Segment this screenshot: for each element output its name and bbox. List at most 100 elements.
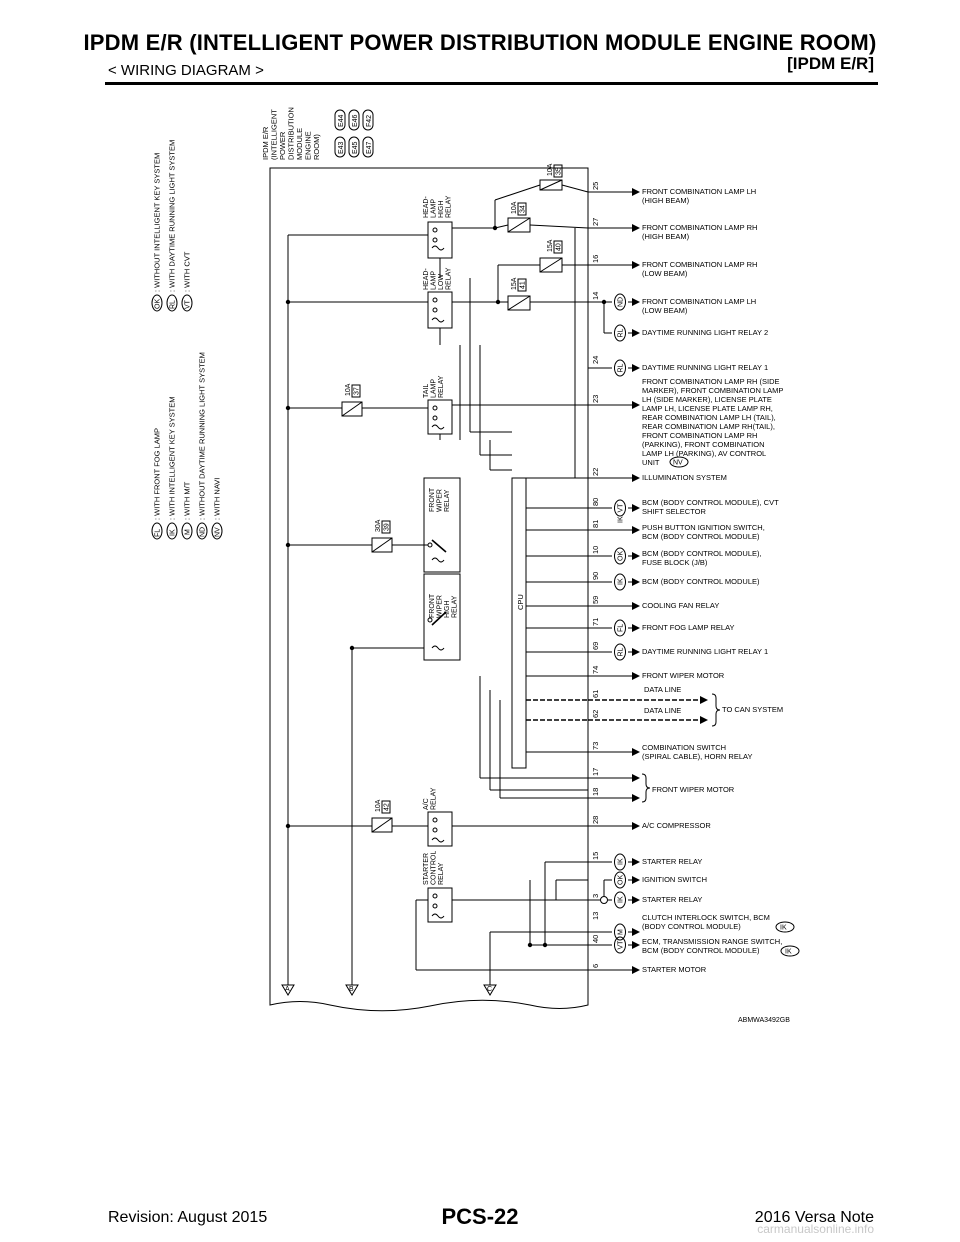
output-label: FRONT COMBINATION LAMP RH <box>642 431 757 440</box>
legend-text: : WITH CVT <box>183 251 192 292</box>
svg-text:23: 23 <box>591 395 600 403</box>
svg-text:73: 73 <box>591 742 600 750</box>
output-label: FRONT COMBINATION LAMP LH <box>642 297 756 306</box>
output-label: LAMP LH (PARKING), AV CONTROL <box>642 449 766 458</box>
svg-text:E45: E45 <box>352 141 359 154</box>
can-label: TO CAN SYSTEM <box>722 705 783 714</box>
output-label: REAR COMBINATION LAMP LH (TAIL), <box>642 413 776 422</box>
svg-text:71: 71 <box>591 618 600 626</box>
revision-date: Revision: August 2015 <box>108 1209 268 1226</box>
option-tag: NV <box>673 460 683 467</box>
svg-text:HEAD-: HEAD- <box>423 196 430 218</box>
svg-text:IK: IK <box>618 578 625 585</box>
section-code: [IPDM E/R] <box>787 54 874 73</box>
output-label: FRONT COMBINATION LAMP LH <box>642 187 756 196</box>
output-label: BCM (BODY CONTROL MODULE) <box>642 577 760 586</box>
svg-text:22: 22 <box>591 468 600 476</box>
svg-text:E46: E46 <box>352 114 359 127</box>
legend-code: RL <box>170 300 177 309</box>
output-label: (LOW BEAM) <box>642 269 688 278</box>
output-label: FUSE BLOCK (J/B) <box>642 558 708 567</box>
output-label: STARTER MOTOR <box>642 965 707 974</box>
legend-code: FL <box>155 529 162 537</box>
output-label: COMBINATION SWITCH <box>642 743 726 752</box>
output-label: FRONT COMBINATION LAMP RH (SIDE <box>642 377 780 386</box>
svg-text:ND: ND <box>618 297 625 307</box>
svg-text:28: 28 <box>591 816 600 824</box>
output-label: BCM (BODY CONTROL MODULE), CVT <box>642 498 779 507</box>
svg-text:HIGH: HIGH <box>444 601 451 619</box>
page-subtitle: < WIRING DIAGRAM > <box>108 62 264 79</box>
output-arrows <box>588 188 708 974</box>
svg-text:VT: VT <box>618 940 625 950</box>
svg-text:RELAY: RELAY <box>438 375 445 398</box>
bus-terminals: A B C <box>281 984 497 996</box>
svg-text:IK: IK <box>618 896 625 903</box>
output-label: STARTER RELAY <box>642 895 702 904</box>
svg-text:41: 41 <box>520 281 527 289</box>
option-tag: IK <box>785 949 792 956</box>
svg-text:DISTRIBUTION: DISTRIBUTION <box>287 107 296 160</box>
output-label: BCM (BODY CONTROL MODULE) <box>642 946 760 955</box>
svg-text:FRONT: FRONT <box>429 487 436 512</box>
internal-wiring <box>288 184 589 971</box>
svg-text:10A: 10A <box>375 799 382 812</box>
output-label: BCM (BODY CONTROL MODULE) <box>642 532 760 541</box>
svg-text:30A: 30A <box>375 519 382 532</box>
output-label: FRONT COMBINATION LAMP RH <box>642 260 757 269</box>
output-label: (PARKING), FRONT COMBINATION <box>642 440 765 449</box>
svg-text:E44: E44 <box>338 114 345 127</box>
output-label: FRONT FOG LAMP RELAY <box>642 623 735 632</box>
svg-text:RELAY: RELAY <box>431 787 438 810</box>
option-tag: IK <box>780 925 787 932</box>
svg-text:LOW: LOW <box>438 274 445 290</box>
svg-text:FL: FL <box>618 624 625 632</box>
svg-text:42: 42 <box>384 803 391 811</box>
svg-text:40: 40 <box>591 935 600 943</box>
svg-text:90: 90 <box>591 572 600 580</box>
output-labels: FRONT COMBINATION LAMP LH (HIGH BEAM) FR… <box>641 187 800 974</box>
svg-text:LAMP: LAMP <box>431 271 438 290</box>
output-label: LAMP LH, LICENSE PLATE LAMP RH, <box>642 404 773 413</box>
svg-text:74: 74 <box>591 666 600 674</box>
svg-text:ROOM): ROOM) <box>312 134 321 160</box>
svg-text:39: 39 <box>384 523 391 531</box>
option-tags: ND RL RL VT IK OK IK FL RL IK OK IK M VT <box>614 293 626 954</box>
svg-text:61: 61 <box>591 690 600 698</box>
svg-text:RELAY: RELAY <box>438 862 445 885</box>
output-label: DATA LINE <box>644 706 681 715</box>
svg-text:RELAY: RELAY <box>444 489 451 512</box>
output-label: ECM, TRANSMISSION RANGE SWITCH, <box>642 937 782 946</box>
svg-text:16: 16 <box>591 255 600 263</box>
output-label: LH (SIDE MARKER), LICENSE PLATE <box>642 395 772 404</box>
svg-text:15A: 15A <box>547 239 554 252</box>
output-label: CLUTCH INTERLOCK SWITCH, BCM <box>642 913 770 922</box>
svg-text:TAIL: TAIL <box>423 384 430 398</box>
reference-code: ABMWA3492GB <box>738 1017 790 1024</box>
output-label: DAYTIME RUNNING LIGHT RELAY 2 <box>642 328 768 337</box>
legend-right: OK: WITHOUT INTELLIGENT KEY SYSTEM RL: W… <box>151 140 193 312</box>
output-label: UNIT <box>642 458 660 467</box>
output-label: FRONT WIPER MOTOR <box>652 785 735 794</box>
svg-text:13: 13 <box>591 912 600 920</box>
svg-text:6: 6 <box>591 964 600 968</box>
output-label: STARTER RELAY <box>642 857 702 866</box>
svg-text:18: 18 <box>591 788 600 796</box>
output-label: DATA LINE <box>644 685 681 694</box>
svg-text:HEAD-: HEAD- <box>423 268 430 290</box>
svg-text:62: 62 <box>591 710 600 718</box>
svg-text:24: 24 <box>591 356 600 364</box>
svg-text:B: B <box>349 986 354 993</box>
output-label: (BODY CONTROL MODULE) <box>642 922 741 931</box>
output-label: MARKER), FRONT COMBINATION LAMP <box>642 386 783 395</box>
svg-text:VT: VT <box>618 503 625 513</box>
output-label: REAR COMBINATION LAMP RH(TAIL), <box>642 422 775 431</box>
svg-text:27: 27 <box>591 218 600 226</box>
